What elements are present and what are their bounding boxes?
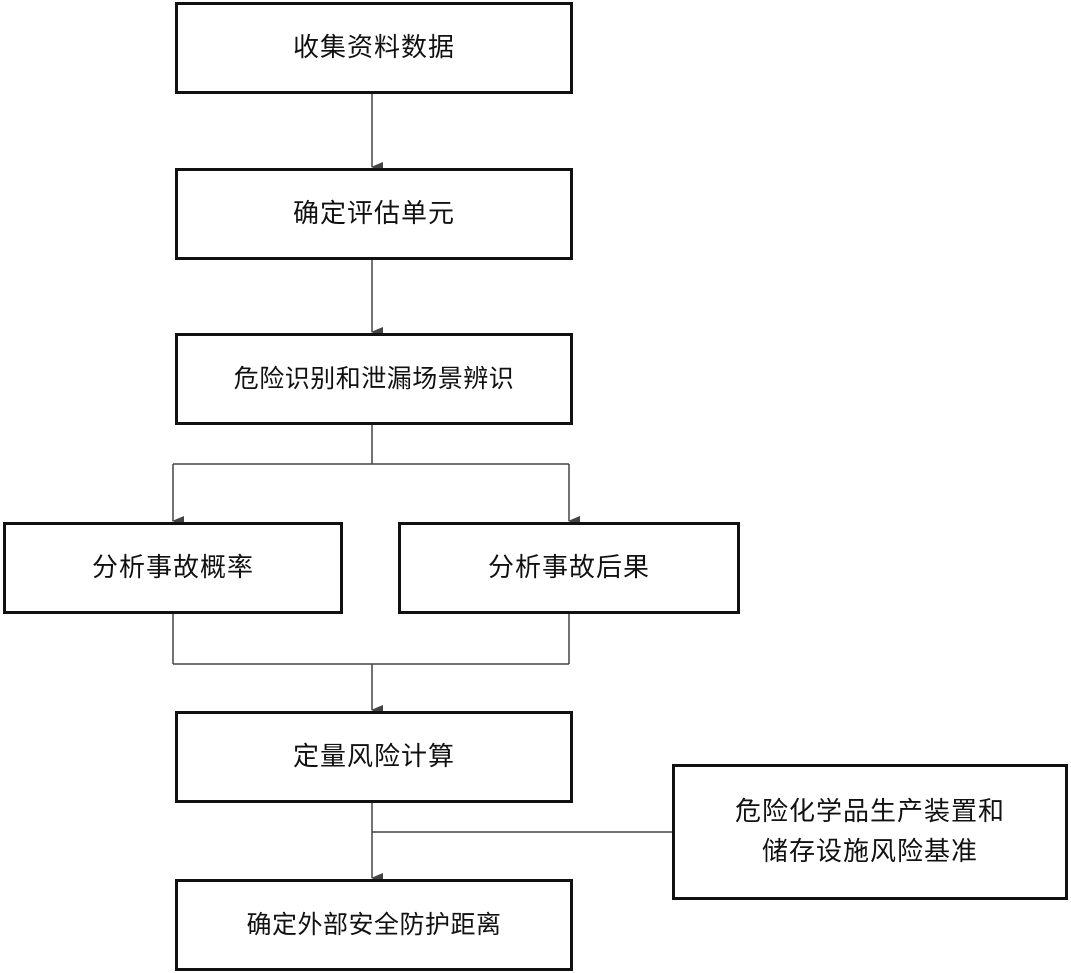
node-label: 定量风险计算 (292, 741, 455, 772)
node-accident-consequence: 分析事故后果 (398, 522, 740, 614)
node-collect-data: 收集资料数据 (175, 2, 573, 94)
node-label-line2: 储存设施风险基准 (761, 837, 978, 867)
node-risk-criteria: 危险化学品生产装置和 储存设施风险基准 (672, 764, 1068, 900)
node-label: 分析事故后果 (487, 552, 650, 583)
node-label: 确定评估单元 (292, 198, 455, 229)
node-label: 确定外部安全防护距离 (246, 909, 502, 939)
node-safety-distance: 确定外部安全防护距离 (175, 879, 573, 971)
node-label: 分析事故概率 (91, 552, 254, 583)
node-label: 危险识别和泄漏场景辨识 (233, 363, 515, 393)
node-hazard-identification: 危险识别和泄漏场景辨识 (175, 333, 573, 425)
node-define-units: 确定评估单元 (175, 168, 573, 260)
node-label-line1: 危险化学品生产装置和 (734, 796, 1005, 827)
node-quantitative-risk: 定量风险计算 (175, 711, 573, 803)
node-label: 收集资料数据 (292, 32, 455, 63)
node-accident-probability: 分析事故概率 (3, 522, 343, 614)
node-label-group: 危险化学品生产装置和 储存设施风险基准 (735, 792, 1005, 873)
